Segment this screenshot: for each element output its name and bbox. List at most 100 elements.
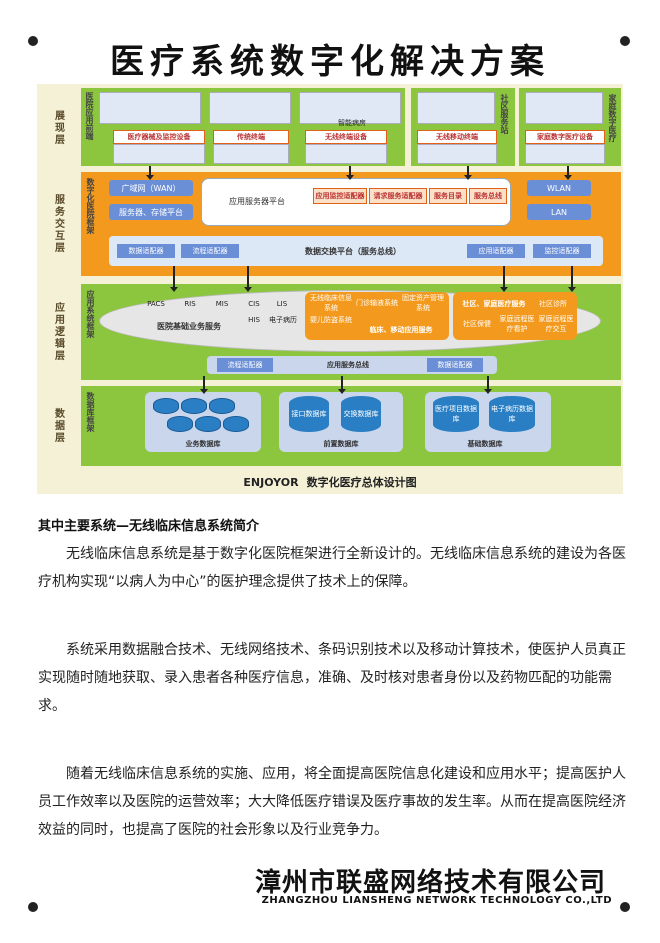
mobile-photo	[417, 144, 497, 164]
connector-arrow	[200, 376, 208, 394]
service-layer: 服务交互层 数字化医院框架 广域网（WAN） 服务器、存储平台 应用服务器平台 …	[37, 172, 623, 276]
layer-label-service: 服务交互层	[52, 194, 64, 254]
family-device-box: 家庭数字医疗设备	[525, 130, 605, 144]
devices-photo	[113, 144, 205, 164]
data-layer: 数据层 数据库框架 业务数据库 接口数据库 交换数据库 前置数据库 医疗项目数据…	[37, 386, 623, 466]
logic-flow-adapter: 流程适配器	[217, 358, 273, 372]
exchange-platform-label: 数据交换平台（服务总线）	[305, 246, 401, 256]
connector-arrow	[464, 166, 472, 180]
database-icon	[167, 416, 193, 432]
system-cis: CIS	[248, 300, 260, 308]
community-family-label: 社区、家庭医疗服务	[462, 300, 526, 308]
community-services-box	[453, 292, 577, 340]
connector-arrow	[346, 166, 354, 180]
flow-adapter: 流程适配器	[181, 244, 239, 258]
app-service-bus	[207, 356, 497, 374]
smart-ward-label: 智能病房	[338, 119, 366, 127]
terminal-photo	[213, 144, 289, 164]
monitor-adapter: 监控适配器	[533, 244, 591, 258]
app-adapter: 应用适配器	[467, 244, 525, 258]
connector-arrow	[568, 266, 576, 292]
system-mis: MIS	[215, 300, 229, 308]
clinical-mobile-label: 临床、移动应用服务	[369, 326, 433, 334]
community-clinic-label: 社区诊所	[539, 300, 567, 308]
service-module: 应用监控适配器	[313, 188, 367, 204]
service-module: 服务总线	[469, 188, 507, 204]
system-pacs: PACS	[147, 300, 165, 308]
section-heading: 其中主要系统—无线临床信息系统简介	[38, 519, 260, 534]
family-label: 家庭数字医疗	[608, 94, 617, 142]
community-label: 社区服务站	[500, 94, 509, 134]
hospital-frontend-label: 医院应用前端	[85, 92, 94, 140]
company-name: 漳州市联盛网络技术有限公司	[254, 868, 606, 898]
family-remote-exchange-label: 家庭远程医疗交互	[538, 315, 574, 333]
company-name-en: ZHANGZHOU LIANSHENG NETWORK TECHNOLOGY C…	[261, 895, 612, 906]
wlan-box: WLAN	[527, 180, 591, 196]
layer-label-data: 数据层	[52, 408, 64, 444]
service-side-label: 数字化医院框架	[86, 178, 95, 234]
caption-text: 数字化医疗总体设计图	[306, 476, 417, 489]
app-service-bus-label: 应用服务总线	[327, 361, 369, 369]
corner-dot	[620, 36, 630, 46]
wireless-photo	[305, 144, 387, 164]
infant-security-label: 婴儿防盗系统	[310, 316, 352, 324]
paragraph: 随着无线临床信息系统的实施、应用，将全面提高医院信息化建设和应用水平；提高医护人…	[38, 766, 626, 838]
medical-project-db: 医疗项目数据库	[433, 396, 479, 432]
clinical-services-box	[305, 292, 449, 340]
family-photo	[525, 144, 605, 164]
data-side-label: 数据库框架	[86, 392, 95, 432]
paragraph: 系统采用数据融合技术、无线网络技术、条码识别技术以及移动计算技术，使医护人员真正…	[38, 642, 626, 714]
diagram-caption: ENJOYOR 数字化医疗总体设计图	[37, 474, 623, 490]
device-image	[99, 92, 201, 124]
family-remote-care-label: 家庭远程医疗看护	[499, 315, 535, 333]
system-lis: LIS	[276, 300, 288, 308]
connector-arrow	[244, 266, 252, 292]
connector-arrow	[146, 166, 154, 180]
system-emr: 电子病历	[269, 316, 297, 324]
wireless-terminal-box: 无线终端设备	[305, 130, 387, 144]
database-icon	[209, 398, 235, 414]
corner-dot	[28, 902, 38, 912]
database-icon	[181, 398, 207, 414]
corner-dot	[620, 902, 630, 912]
database-icon	[153, 398, 179, 414]
traditional-terminal-box: 传统终端	[213, 130, 289, 144]
service-module: 请求服务适配器	[369, 188, 427, 204]
outpatient-label: 门诊输液系统	[356, 299, 398, 307]
app-server-platform-label: 应用服务器平台	[229, 196, 285, 206]
ward-image	[299, 92, 401, 124]
architecture-diagram: 展现层 医院应用前端 智能病房 医疗器械及监控设备 传统终端 无线终端设备 社区…	[37, 84, 623, 494]
caption-brand: ENJOYOR	[243, 476, 299, 489]
wan-box: 广域网（WAN）	[109, 180, 193, 196]
layer-label-presentation: 展现层	[52, 110, 64, 146]
emr-db: 电子病历数据库	[489, 396, 535, 432]
storage-box: 服务器、存储平台	[109, 204, 193, 220]
connector-arrow	[170, 266, 178, 292]
wireless-clinical-label: 无线临床信息系统	[310, 294, 352, 312]
community-image	[417, 92, 495, 124]
database-icon	[195, 416, 221, 432]
lan-box: LAN	[527, 204, 591, 220]
logic-side-label: 应用系统框架	[86, 290, 95, 338]
connector-arrow	[500, 266, 508, 292]
logic-data-adapter: 数据适配器	[427, 358, 483, 372]
wireless-mobile-terminal-box: 无线移动终端	[417, 130, 497, 144]
service-module: 服务目录	[429, 188, 467, 204]
fixed-assets-label: 固定资产管理系统	[402, 294, 444, 312]
page-title: 医疗系统数字化解决方案	[110, 42, 550, 82]
connector-arrow	[564, 166, 572, 180]
frontend-db-label: 前置数据库	[323, 440, 359, 448]
base-services-label: 医院基础业务服务	[157, 321, 221, 331]
data-adapter: 数据适配器	[117, 244, 175, 258]
base-db-label: 基础数据库	[467, 440, 503, 448]
family-image	[525, 92, 603, 124]
system-ris: RIS	[184, 300, 196, 308]
corner-dot	[28, 36, 38, 46]
layer-label-logic: 应用逻辑层	[52, 302, 64, 362]
business-db-label: 业务数据库	[185, 440, 221, 448]
database-icon	[223, 416, 249, 432]
connector-arrow	[338, 376, 346, 394]
exchange-db: 交换数据库	[341, 396, 381, 432]
community-health-label: 社区保健	[463, 320, 491, 328]
system-his: HIS	[248, 316, 260, 324]
